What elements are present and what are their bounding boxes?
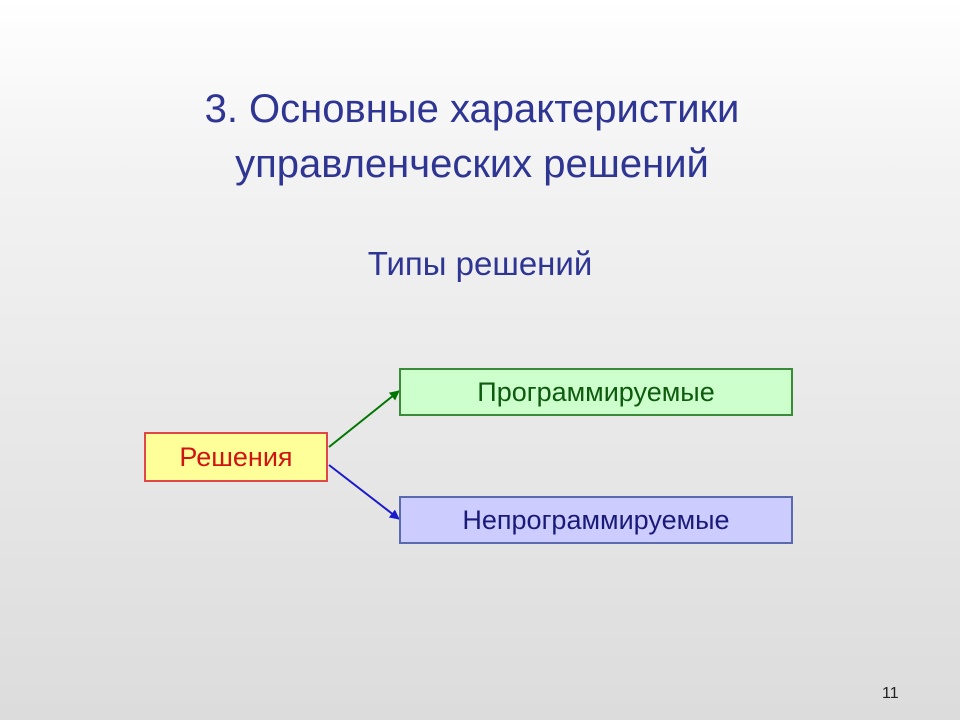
slide-title: 3. Основные характеристики управленчески…: [0, 82, 944, 192]
slide-title-line1: 3. Основные характеристики: [204, 87, 740, 131]
arrow-to-nonprogrammed: [328, 464, 400, 520]
slide-title-line2: управленческих решений: [235, 142, 709, 186]
node-nonprogrammed: Непрограммируемые: [399, 496, 793, 544]
node-programmed-label: Программируемые: [477, 376, 715, 407]
arrow-to-programmed: [328, 390, 400, 448]
slide-subtitle: Типы решений: [367, 245, 593, 282]
node-nonprogrammed-label: Непрограммируемые: [462, 504, 730, 535]
root-node-label: Решения: [179, 441, 293, 472]
node-programmed: Программируемые: [399, 368, 793, 416]
root-node-decisions: Решения: [144, 432, 328, 482]
page-number: 11: [882, 685, 899, 702]
